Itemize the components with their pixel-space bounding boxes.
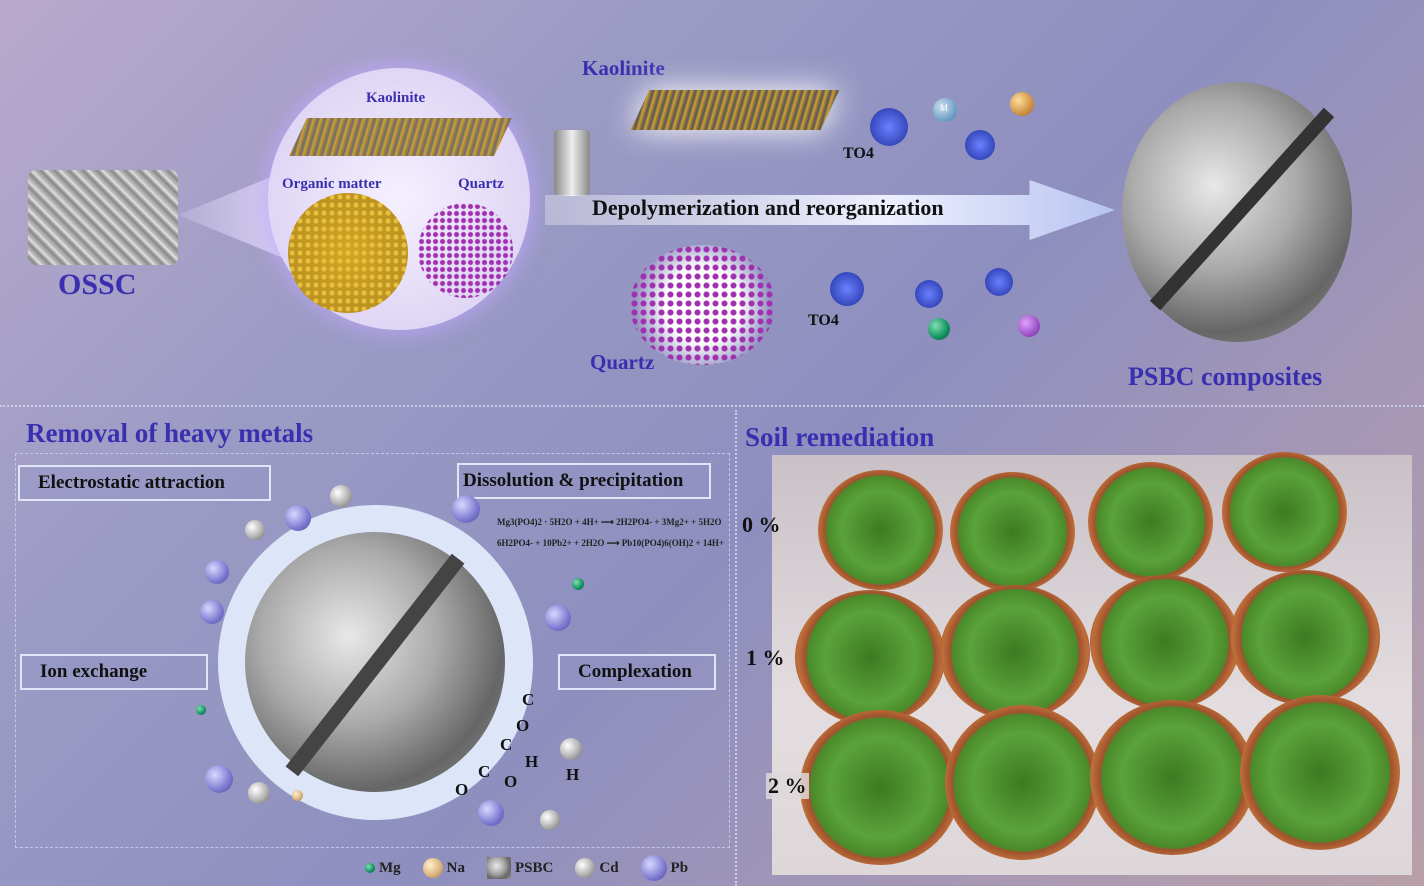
quadrant-lines: [15, 453, 730, 848]
soil-title: Soil remediation: [745, 422, 935, 452]
legend: Mg Na PSBC Cd Pb: [365, 855, 688, 881]
row-label-1: 1 %: [746, 645, 785, 670]
legend-na-label: Na: [446, 859, 466, 876]
pot-0pct: [1088, 462, 1213, 582]
cd-ion: [248, 782, 270, 804]
composition-bubble: Kaolinite Organic matter Quartz: [268, 68, 530, 330]
tetrahedron-bottom-3: [985, 268, 1013, 296]
complex-o2: O: [455, 780, 469, 799]
complex-c3: C: [478, 762, 491, 781]
kaolinite-label: Kaolinite: [582, 56, 665, 80]
psbc-rod: [285, 553, 465, 777]
equation-2: 6H2PO4- + 10Pb2+ + 2H2O ⟶ Pb10(PO4)6(OH)…: [497, 538, 725, 548]
removal-title: Removal of heavy metals: [26, 418, 314, 448]
complex-c2: C: [500, 735, 513, 754]
tetrahedron-bottom: [830, 272, 864, 306]
pb-ion: [205, 765, 233, 793]
complex-c1: C: [522, 690, 535, 709]
mechanism-ion-exchange: Ion exchange: [20, 654, 208, 690]
pot-2pct: [800, 710, 960, 865]
legend-pb: Pb: [640, 855, 689, 881]
to4-top-label: TO4: [843, 145, 874, 162]
mg-ion: [196, 705, 206, 715]
pot-0pct: [818, 470, 943, 590]
bubble-kaolinite-label: Kaolinite: [366, 90, 426, 106]
metal-ion-label: M: [940, 103, 949, 113]
legend-cd-label: Cd: [599, 859, 619, 876]
legend-psbc-label: PSBC: [515, 859, 554, 876]
complex-o1: O: [516, 716, 530, 735]
tem-rod: [1149, 107, 1335, 311]
metal-ion-orange: [1010, 92, 1034, 116]
pb-ion: [452, 495, 480, 523]
pot-2pct: [1240, 695, 1400, 850]
weight-icon: [554, 130, 590, 196]
legend-na: Na: [422, 858, 466, 878]
organic-matter-cluster: [288, 193, 408, 313]
pb-ion: [205, 560, 229, 584]
legend-cd: Cd: [575, 858, 619, 878]
adsorbent-ring: [218, 505, 533, 820]
quartz-cluster: [418, 203, 513, 298]
vertical-divider: [735, 410, 737, 886]
metal-ion-green: [928, 318, 950, 340]
equation-1: Mg3(PO4)2 · 5H2O + 4H+ ⟶ 2H2PO4- + 3Mg2+…: [497, 517, 722, 527]
pot-1pct: [1090, 575, 1240, 710]
complex-o3: O: [504, 772, 518, 791]
ossc-block: [28, 170, 178, 265]
row-label-0: 0 %: [742, 512, 781, 537]
pot-2pct: [1090, 700, 1255, 855]
tetrahedron-bottom-2: [915, 280, 943, 308]
to4-bottom-label: TO4: [808, 312, 839, 329]
bubble-quartz-label: Quartz: [458, 176, 504, 192]
process-arrow-label: Depolymerization and reorganization: [592, 195, 944, 220]
row-label-2: 2 %: [766, 773, 809, 799]
mg-ion: [572, 578, 584, 590]
cd-ion: [330, 485, 352, 507]
mechanism-electrostatic: Electrostatic attraction: [18, 465, 271, 501]
ossc-label: OSSC: [58, 268, 137, 301]
bubble-organic-label: Organic matter: [282, 176, 382, 192]
pb-ion: [545, 605, 571, 631]
pot-1pct: [940, 585, 1090, 720]
pb-ion: [478, 800, 504, 826]
complex-h1: H: [525, 752, 539, 771]
psbc-composites-label: PSBC composites: [1128, 362, 1323, 391]
pot-2pct: [945, 705, 1100, 860]
pb-ion: [285, 505, 311, 531]
pot-1pct: [795, 590, 945, 725]
cd-ion: [560, 738, 582, 760]
pot-0pct: [1222, 452, 1347, 572]
metal-ion-blue: M: [933, 98, 957, 122]
na-ion: [292, 790, 303, 801]
pot-1pct: [1230, 570, 1380, 705]
complex-h2: H: [566, 765, 580, 784]
quartz-label: Quartz: [590, 350, 655, 374]
mechanism-dissolution: Dissolution & precipitation: [457, 463, 711, 499]
kaolinite-sheet: [630, 90, 840, 130]
metal-ion-purple: [1018, 315, 1040, 337]
legend-mg-label: Mg: [379, 859, 401, 876]
tetrahedron-top-2: [965, 130, 995, 160]
psbc-tem-image: [1122, 82, 1352, 342]
kaolinite-layers: [289, 118, 512, 156]
tetrahedron-top: [870, 108, 908, 146]
section-divider: [0, 405, 1424, 407]
legend-pb-label: Pb: [670, 859, 689, 876]
pot-0pct: [950, 472, 1075, 592]
cd-ion: [245, 520, 265, 540]
legend-psbc: PSBC: [487, 857, 553, 879]
pb-ion: [200, 600, 224, 624]
legend-mg: Mg: [365, 860, 401, 877]
mechanism-complexation: Complexation: [558, 654, 716, 690]
cd-ion: [540, 810, 560, 830]
quartz-sphere: [630, 245, 775, 365]
psbc-particle: [245, 532, 505, 792]
